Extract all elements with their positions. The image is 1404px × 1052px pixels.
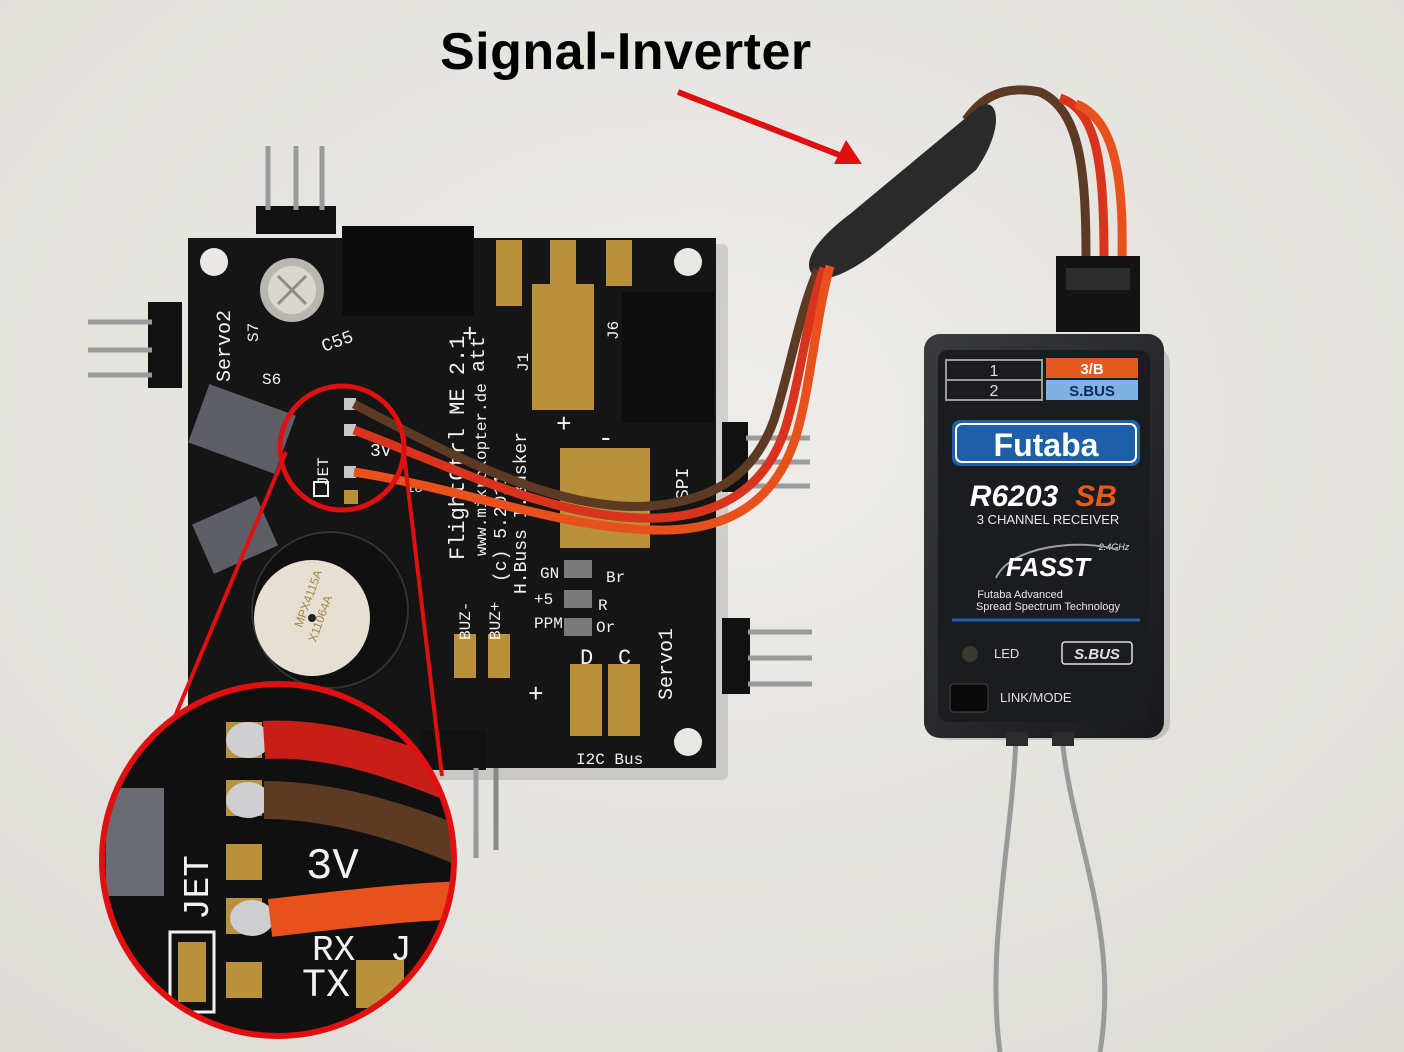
label-plus5: +5 xyxy=(534,591,553,609)
label-plus-top: + xyxy=(462,320,478,350)
mounting-hole xyxy=(674,728,702,756)
annotation-arrow xyxy=(676,89,862,164)
sbus-logo: S.BUS xyxy=(1074,646,1120,663)
fasst-logo: FASST xyxy=(1006,552,1092,582)
futaba-logo xyxy=(952,420,1140,466)
label-buz-plus: BUZ+ xyxy=(487,602,505,640)
link-mode-label: LINK/MODE xyxy=(1000,690,1072,705)
link-mode-button[interactable] xyxy=(949,683,989,713)
highlight-circle xyxy=(277,383,407,513)
label-plus-mid: + xyxy=(556,410,572,440)
label-i2c-bus: I2C Bus xyxy=(576,751,643,769)
label-d: D xyxy=(580,646,593,671)
servo-connector xyxy=(1056,256,1140,332)
label-s7: S7 xyxy=(245,323,263,342)
label-gn: GN xyxy=(540,565,559,583)
gyro-sensor xyxy=(188,384,296,474)
sbus-port-label: S.BUS xyxy=(1069,383,1115,400)
gyro-sensor xyxy=(192,496,278,574)
model-suffix: SB xyxy=(1075,480,1117,513)
inset-label-rx: RX xyxy=(312,930,355,971)
tech-line-2: Spread Spectrum Technology xyxy=(976,601,1121,613)
label-plus-bottom: + xyxy=(528,680,544,710)
mounting-hole xyxy=(674,248,702,276)
label-att: att xyxy=(468,336,491,372)
label-j6: J6 xyxy=(605,321,623,340)
silkscreen: Servo2 S6 S7 C55 JET 3V 18 FlightCtrl ME… xyxy=(214,310,694,769)
port-2-label: 2 xyxy=(990,383,999,400)
antenna xyxy=(1059,737,1108,1052)
label-c: C xyxy=(618,646,631,671)
label-or: Or xyxy=(596,619,615,637)
inset-label-jet: JET xyxy=(178,855,219,920)
label-j1: J1 xyxy=(515,353,533,372)
label-minus: - xyxy=(598,424,614,454)
led-indicator xyxy=(962,646,978,662)
label-ppm: PPM xyxy=(534,615,563,633)
futaba-receiver: 1 2 3/B S.BUS Futaba R6203 SB 3 CHANNEL … xyxy=(924,256,1164,1052)
receiver-subtitle: 3 CHANNEL RECEIVER xyxy=(977,512,1120,527)
signal-inverter-title: Signal-Inverter xyxy=(440,23,812,81)
zoom-inset: 3V JET RX TX J xyxy=(99,383,457,1039)
model-prefix: R6203 xyxy=(970,480,1059,513)
connector-housing xyxy=(342,226,474,316)
inverter-heatshrink xyxy=(808,104,996,279)
label-spi: SPI xyxy=(674,468,694,500)
inset-border xyxy=(99,681,457,1039)
port-3b-label: 3/B xyxy=(1080,361,1104,378)
mounting-hole xyxy=(200,248,228,276)
signal-inverter-cable xyxy=(351,85,1127,535)
label-board-name: FlightCtrl ME 2.1 xyxy=(446,336,471,560)
inset-label-tx: TX xyxy=(302,964,350,1009)
label-servo2: Servo2 xyxy=(214,310,237,382)
led-label: LED xyxy=(994,646,1019,661)
label-r: R xyxy=(598,597,608,615)
freq-label: 2.4GHz xyxy=(1098,542,1130,552)
label-jet: JET xyxy=(315,457,333,486)
inset-label-3v: 3V xyxy=(306,842,359,892)
label-br: Br xyxy=(606,569,625,587)
label-s6: S6 xyxy=(262,371,281,389)
brand-text: Futaba xyxy=(994,427,1099,463)
power-pad xyxy=(532,284,594,410)
port-1-label: 1 xyxy=(990,363,999,380)
antenna xyxy=(993,737,1019,1052)
label-buz-minus: BUZ- xyxy=(457,602,475,640)
tech-line-1: Futaba Advanced xyxy=(977,589,1063,601)
label-servo1: Servo1 xyxy=(656,628,679,700)
flight-controller-board: MPX4115A X11064A Servo2 S6 S7 C55 JET 3V… xyxy=(88,146,812,858)
